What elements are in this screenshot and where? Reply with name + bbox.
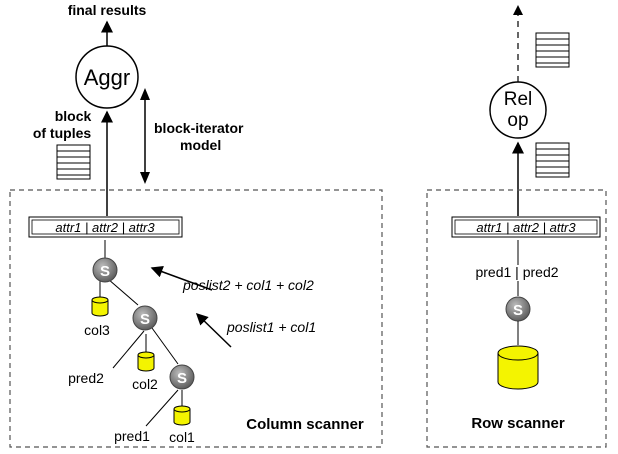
row-scanner-box [426, 189, 607, 448]
select-node-3-label: S [177, 370, 187, 387]
select-node-1-label: S [100, 263, 110, 280]
col2-label: col2 [132, 376, 158, 392]
row-preds-label: pred1 | pred2 [475, 264, 558, 280]
row-tuple-block-top-icon [535, 32, 570, 68]
row-attrs-box [451, 216, 601, 238]
poslist2-label: poslist2 + col1 + col2 [182, 277, 314, 293]
block-iterator-label-line1: block-iterator [154, 120, 244, 136]
tuple-block-icon [56, 144, 91, 180]
relop-label-line1: Rel [504, 89, 533, 110]
select-node-3: S [169, 364, 195, 390]
row-attrs-label: attr1 | attr2 | attr3 [476, 220, 576, 235]
col2-cylinder-icon [137, 351, 155, 372]
col1-label: col1 [169, 429, 195, 445]
row-scanner-title: Row scanner [471, 415, 565, 432]
poslist2-arrow [150, 265, 213, 291]
row-select-node-label: S [513, 302, 523, 319]
select-node-2: S [132, 305, 158, 331]
block-label-line1: block [55, 108, 92, 124]
poslist1-label: poslist1 + col1 [226, 319, 316, 335]
row-tuple-block-bottom-icon [535, 142, 570, 178]
column-scanner-panel: final results Aggr block of tuples block… [9, 2, 383, 448]
pred2-label: pred2 [68, 370, 104, 386]
col1-cylinder-icon [173, 405, 191, 426]
row-scanner-panel: Rel op attr1 | attr2 | attr3 pred1 | pre… [426, 5, 607, 448]
col3-label: col3 [84, 322, 110, 338]
pred1-label: pred1 [114, 428, 150, 444]
col3-cylinder-icon [91, 296, 109, 317]
poslist1-arrow [195, 312, 232, 348]
block-iterator-label-line2: model [180, 137, 221, 153]
column-attrs-label: attr1 | attr2 | attr3 [55, 220, 155, 235]
final-results-label: final results [68, 2, 147, 18]
relop-label-line2: op [507, 110, 528, 131]
row-table-cylinder-icon [497, 345, 539, 390]
aggr-node: Aggr [75, 45, 139, 109]
column-attrs-box [28, 216, 183, 238]
select-node-2-label: S [140, 311, 150, 328]
column-scanner-title: Column scanner [246, 416, 364, 433]
row-select-node: S [505, 296, 531, 322]
relop-node: Rel op [489, 81, 547, 139]
select-node-1: S [92, 257, 118, 283]
block-label-line2: of tuples [33, 125, 92, 141]
aggr-label: Aggr [84, 65, 130, 90]
column-scanner-box [9, 189, 383, 448]
